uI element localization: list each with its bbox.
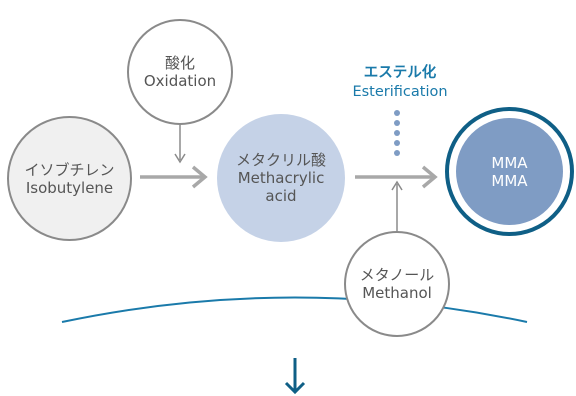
methacrylic-en-label-line2: acid — [265, 187, 297, 205]
methanol-jp-label: メタノール — [359, 266, 435, 284]
node-methacrylic-acid: メタクリル酸 Methacrylic acid — [217, 114, 345, 242]
arrow-oxidation-down — [174, 125, 186, 164]
node-oxidation: 酸化 Oxidation — [127, 19, 233, 125]
esterification-label: エステル化 Esterification — [340, 64, 460, 102]
oxidation-jp-label: 酸化 — [164, 54, 195, 72]
arrow-isobutylene-to-methacrylic — [140, 165, 208, 189]
node-methanol: メタノール Methanol — [344, 231, 450, 337]
bracket-curve — [61, 296, 528, 323]
oxidation-en-label: Oxidation — [143, 72, 217, 90]
esterification-dots — [394, 110, 400, 156]
methanol-en-label: Methanol — [362, 284, 432, 302]
methacrylic-jp-label: メタクリル酸 — [235, 151, 326, 169]
methacrylic-en-label-line1: Methacrylic — [237, 169, 325, 187]
node-mma: MMA MMA — [456, 118, 563, 225]
isobutylene-en-label: Isobutylene — [25, 178, 114, 197]
arrow-methacrylic-to-mma — [355, 165, 438, 189]
node-isobutylene: イソブチレン Isobutylene — [7, 116, 132, 241]
arrow-methanol-up — [391, 180, 403, 231]
esterification-en-label: Esterification — [352, 83, 448, 100]
isobutylene-jp-label: イソブチレン — [24, 160, 115, 179]
esterification-jp-label: エステル化 — [363, 65, 437, 81]
down-arrow-icon — [284, 358, 306, 395]
mma-label-line2: MMA — [491, 171, 528, 190]
mma-label-line1: MMA — [491, 153, 528, 172]
